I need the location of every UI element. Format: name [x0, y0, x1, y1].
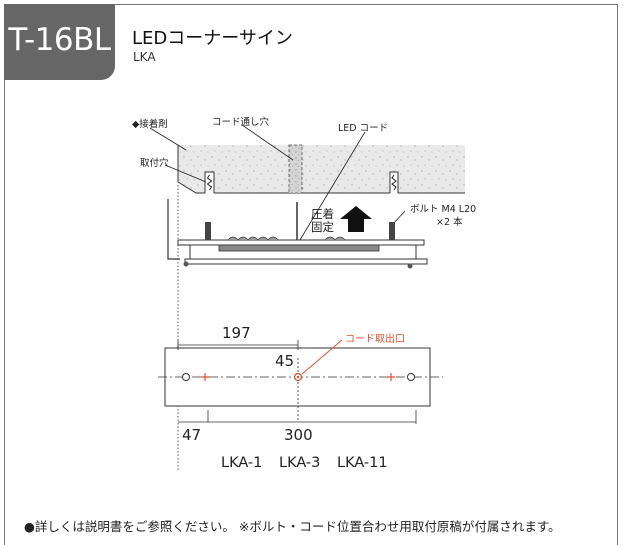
page-subtitle: LKA — [133, 50, 156, 64]
label-led-cord: LED コード — [338, 123, 388, 134]
dim-47: 47 — [182, 426, 201, 444]
dim-197: 197 — [222, 324, 251, 342]
sign-body — [167, 199, 428, 269]
callout-leaders — [149, 124, 406, 241]
label-bolt: ボルト M4 L20 — [410, 204, 476, 215]
label-adhesive: ◆接着剤 — [132, 118, 168, 130]
page-title: LEDコーナーサイン — [132, 28, 293, 49]
label-mount-hole: 取付穴 — [140, 157, 169, 169]
dim-300: 300 — [284, 426, 313, 444]
ceiling-block — [177, 144, 465, 194]
footer-note: ●詳しくは説明書をご参照ください。 ※ボルト・コード位置合わせ用取付原稿が付属さ… — [24, 519, 561, 534]
label-bolt-count: ×2 本 — [436, 216, 463, 228]
label-cord-outlet: コード取出口 — [345, 332, 405, 345]
label-cord-hole: コード通し穴 — [212, 116, 270, 128]
model-lka-1: LKA-1 — [221, 455, 262, 471]
dim-45: 45 — [275, 352, 294, 370]
product-code: T-16BL — [8, 22, 111, 58]
product-code-badge: T-16BL — [4, 4, 115, 80]
plan-view — [158, 339, 443, 424]
label-fix: 固定 — [311, 220, 334, 234]
model-lka-3: LKA-3 — [279, 455, 320, 471]
page-frame — [4, 4, 618, 545]
label-press: 圧着 — [311, 207, 334, 221]
model-lka-11: LKA-11 — [337, 455, 388, 471]
